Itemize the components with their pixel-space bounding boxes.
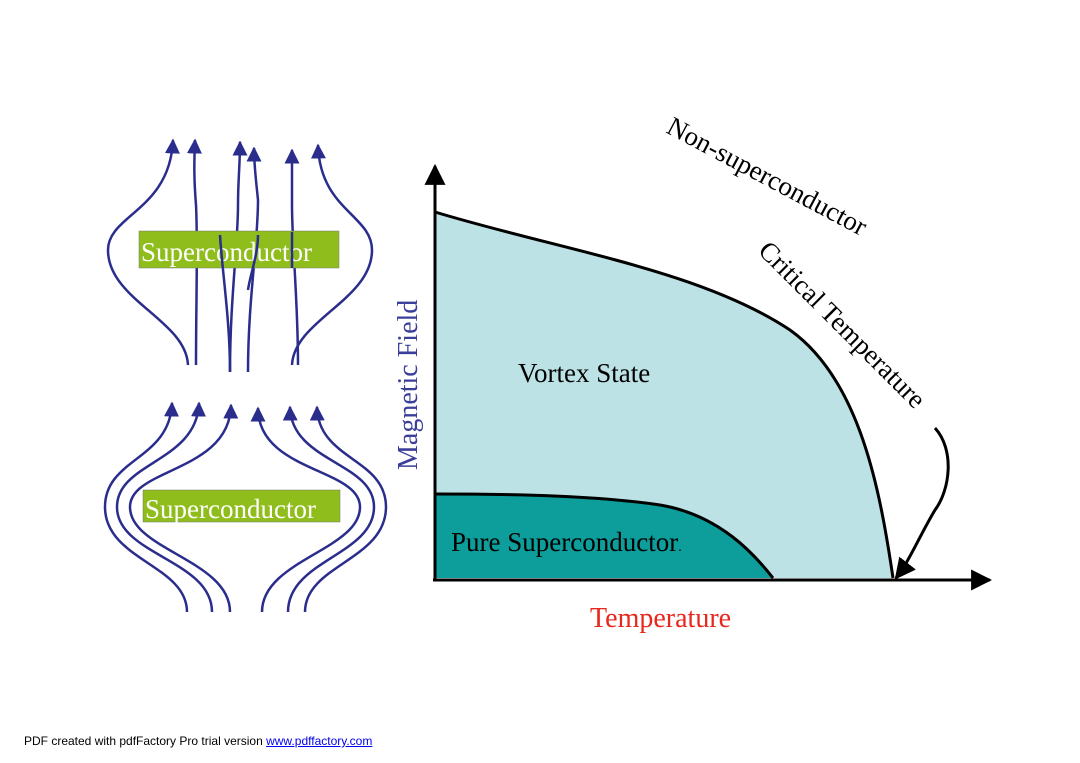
field-line <box>246 146 262 373</box>
x-axis-label: Temperature <box>590 603 731 634</box>
superconductor-box-top <box>138 230 340 269</box>
field-line <box>290 143 374 366</box>
superconductor-box-bottom <box>142 489 341 523</box>
footer-link[interactable]: www.pdffactory.com <box>266 734 373 748</box>
field-line <box>228 140 248 373</box>
vortex-state-label: Vortex State <box>518 358 650 388</box>
field-line <box>250 406 362 613</box>
field-line <box>115 401 214 613</box>
field-line <box>284 148 300 366</box>
phase-diagram: Vortex State Pure Superconductor. Magnet… <box>393 111 993 634</box>
vortex-region <box>435 212 893 578</box>
field-line <box>128 403 239 613</box>
y-axis-label: Magnetic Field <box>393 300 424 470</box>
field-line <box>218 234 232 373</box>
footer-text: PDF created with pdfFactory Pro trial ve… <box>24 734 267 748</box>
field-diagram-top <box>106 138 374 373</box>
lower-critical-curve <box>434 492 775 579</box>
field-line <box>186 138 202 366</box>
field-line <box>106 138 190 366</box>
field-line <box>103 401 189 613</box>
field-line <box>282 405 376 613</box>
superconductor-label-bottom: Superconductor <box>145 494 316 524</box>
field-diagram-bottom <box>103 401 388 613</box>
field-overlay-top <box>218 232 294 373</box>
critical-field-curve <box>434 210 895 579</box>
critical-temperature-pointer <box>894 426 950 580</box>
pure-superconductor-text: Pure Superconductor <box>451 527 678 557</box>
pure-superconductor-label: Pure Superconductor. <box>451 527 682 557</box>
superconductor-label-top: Superconductor <box>141 237 312 267</box>
pure-superconductor-region <box>435 494 773 578</box>
pdf-footer: PDF created with pdfFactory Pro trial ve… <box>24 734 372 748</box>
field-line <box>303 405 388 613</box>
non-superconductor-annotation: Non-superconductor <box>662 111 872 242</box>
pure-superconductor-mark: . <box>678 540 682 555</box>
field-line <box>246 234 260 291</box>
